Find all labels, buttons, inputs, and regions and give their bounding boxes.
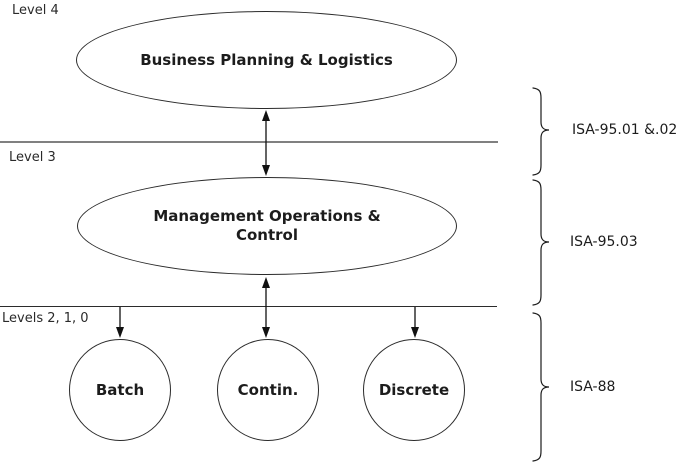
batch-circle: Batch — [69, 339, 171, 441]
levels210-label: Levels 2, 1, 0 — [2, 311, 89, 326]
level3-label: Level 3 — [9, 150, 56, 165]
level3-levels210-divider — [0, 306, 497, 307]
contin-circle: Contin. — [217, 339, 319, 441]
business-planning-ellipse: Business Planning & Logistics — [76, 11, 457, 109]
business-planning-label: Business Planning & Logistics — [140, 50, 393, 69]
arrow-divider-discrete — [411, 307, 419, 338]
batch-label: Batch — [95, 380, 145, 399]
isa88-label: ISA-88 — [570, 379, 616, 395]
management-operations-label: Management Operations & Control — [153, 207, 380, 245]
brace-isa88 — [532, 312, 550, 462]
isa95-01-02-label: ISA-95.01 &.02 — [572, 122, 678, 138]
brace-isa95-01-02 — [532, 87, 550, 176]
isa95-03-label: ISA-95.03 — [570, 234, 638, 250]
management-operations-label-line2: Control — [235, 226, 298, 244]
level4-level3-divider — [0, 141, 498, 143]
brace-isa95-03 — [532, 179, 550, 306]
management-operations-label-line1: Management Operations & — [153, 207, 381, 225]
level4-label: Level 4 — [12, 3, 59, 18]
discrete-circle: Discrete — [363, 339, 465, 441]
arrow-divider-batch — [116, 307, 124, 338]
discrete-label: Discrete — [378, 380, 450, 399]
arrow-level4-level3 — [262, 110, 270, 176]
contin-label: Contin. — [237, 380, 299, 399]
management-operations-ellipse: Management Operations & Control — [77, 177, 457, 275]
arrow-level3-contin — [262, 277, 270, 338]
